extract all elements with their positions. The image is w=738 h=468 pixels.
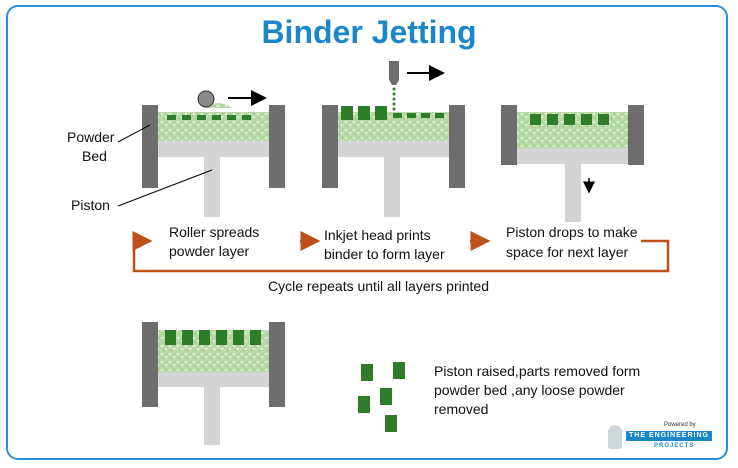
binder-droplets (392, 87, 396, 111)
right-wall (269, 105, 285, 188)
step-3-line-2: space for next layer (506, 244, 629, 260)
left-wall (142, 322, 158, 407)
right-wall (449, 105, 465, 188)
printed-parts (530, 114, 609, 125)
brand-logo: Powered by THE ENGINEERING PROJECTS (604, 415, 716, 453)
roller-icon (197, 90, 215, 108)
final-chamber (142, 322, 285, 445)
cycle-label: Cycle repeats until all layers printed (268, 278, 489, 294)
piston-rod (204, 157, 220, 217)
inkjet-head-icon (389, 61, 399, 85)
page-title: Binder Jetting (261, 14, 477, 50)
right-wall (628, 105, 644, 165)
step-1-line-1: Roller spreads (169, 224, 260, 240)
logo-bar-text: THE ENGINEERING (626, 431, 712, 441)
piston-rod (565, 164, 581, 222)
final-line-1: Piston raised,parts removed form (434, 363, 641, 379)
piston-rod (204, 387, 220, 445)
final-line-3: removed (434, 401, 489, 417)
step-1-line-2: powder layer (169, 243, 250, 259)
step-2-line-2: binder to form layer (324, 246, 445, 262)
left-wall (501, 105, 517, 165)
piston-label: Piston (71, 197, 110, 213)
binder-layer (167, 115, 251, 120)
step-2-line-1: Inkjet head prints (324, 227, 431, 243)
right-wall (269, 322, 285, 407)
piston-rod (384, 157, 400, 217)
piston-plate (338, 141, 449, 157)
bed-label: Bed (82, 148, 107, 164)
powder-bed-leader (117, 124, 151, 143)
robot-mascot-icon (608, 425, 622, 449)
outer-frame (6, 5, 728, 460)
piston-plate (158, 141, 269, 157)
stage-2-chamber (322, 61, 465, 217)
binder-layer (341, 106, 444, 120)
final-line-2: powder bed ,any loose powder (434, 382, 625, 398)
logo-bottom-text: PROJECTS (654, 443, 695, 449)
removed-parts (358, 362, 405, 432)
logo-top-text: Powered by (664, 422, 696, 428)
piston-plate (158, 372, 269, 387)
piston-leader (117, 169, 213, 207)
stage-1-chamber (142, 90, 285, 217)
printed-parts (165, 330, 261, 345)
cycle-loop-arrow (132, 231, 670, 273)
left-wall (142, 105, 158, 188)
left-wall (322, 105, 338, 188)
step-3-line-1: Piston drops to make (506, 224, 638, 240)
stage-3-chamber (501, 105, 644, 222)
piston-plate (517, 148, 628, 164)
powder-label: Powder (67, 129, 115, 145)
